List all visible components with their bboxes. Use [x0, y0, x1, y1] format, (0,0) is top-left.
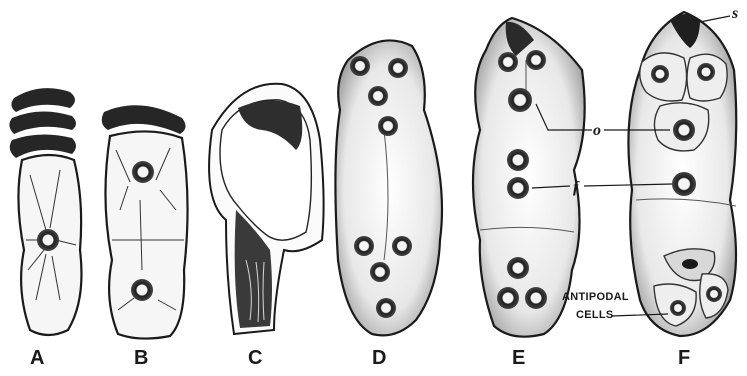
nucleus: [388, 58, 408, 78]
annotation-o: o: [593, 122, 601, 139]
synergid-nucleus: [697, 63, 715, 81]
leader-line-s: [700, 16, 730, 22]
panel-e-drawing: [473, 18, 592, 337]
panel-b-drawing: [102, 105, 188, 338]
nucleus: [368, 86, 388, 106]
degenerating-megaspore: [11, 88, 75, 112]
nucleus: [392, 236, 412, 256]
panel-label-c: C: [248, 347, 262, 369]
panel-a-drawing: [9, 88, 81, 335]
nucleus: [354, 236, 374, 256]
nucleus: [370, 262, 390, 282]
antipodal-nucleus: [706, 286, 722, 302]
panel-label-b: B: [134, 347, 148, 369]
antipodal-nucleus: [497, 287, 519, 309]
polar-nucleus: [507, 149, 529, 171]
secondary-nucleus: [672, 172, 696, 196]
degenerating-megaspore: [102, 105, 186, 134]
panel-f-drawing: [584, 12, 736, 336]
nucleus: [131, 279, 153, 301]
polar-nucleus: [507, 177, 529, 199]
egg-nucleus: [508, 88, 532, 112]
nucleus: [378, 116, 398, 136]
annotation-s: s: [731, 5, 738, 22]
nucleus: [37, 229, 59, 251]
annotation-f: f: [573, 179, 580, 196]
panel-label-d: D: [372, 347, 386, 369]
panel-c-drawing: [209, 84, 324, 334]
annotation-antipodal-line2: CELLS: [576, 309, 614, 321]
antipodal-nucleus: [682, 259, 698, 269]
four-nucleate-embryo-sac: [335, 40, 442, 335]
nucleus: [350, 56, 370, 76]
annotation-antipodal-line1: ANTIPODAL: [562, 291, 629, 303]
antipodal-nucleus: [525, 287, 547, 309]
synergid-nucleus: [526, 50, 546, 70]
synergid-nucleus: [651, 65, 669, 83]
antipodal-nucleus: [670, 300, 686, 316]
nucleus: [376, 298, 396, 318]
synergid-nucleus: [498, 52, 518, 72]
panel-label-f: F: [678, 347, 690, 369]
nucleus: [132, 161, 154, 183]
panel-label-a: A: [30, 347, 44, 369]
panel-label-e: E: [512, 347, 525, 369]
antipodal-nucleus: [507, 257, 529, 279]
panel-d-drawing: [335, 40, 442, 335]
degenerating-megaspore: [9, 111, 76, 134]
egg-nucleus: [673, 119, 695, 141]
